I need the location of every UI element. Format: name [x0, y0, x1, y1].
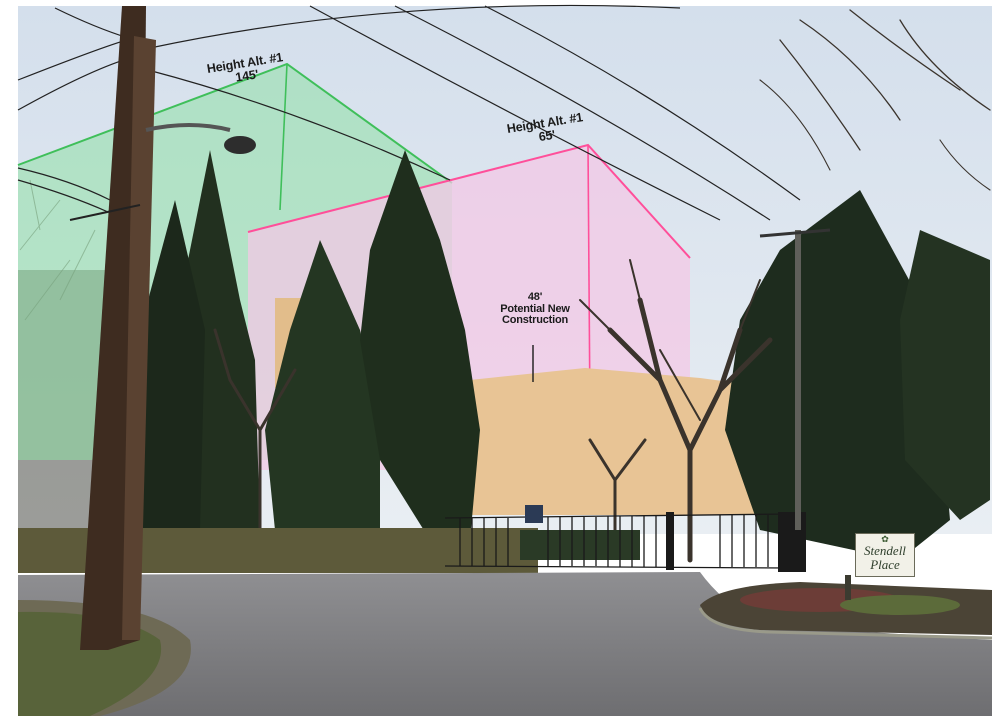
sign-line-1: Stendell: [864, 543, 906, 558]
small-sign: [525, 505, 543, 523]
new-construction-height: 48': [527, 291, 543, 303]
shrubs: [840, 595, 960, 615]
new-construction-line2: Potential New: [500, 302, 570, 315]
evergreen-trees: [130, 150, 990, 560]
utility-pole-right: [759, 228, 831, 530]
gate-pillar: [778, 512, 806, 572]
island-curb: [698, 607, 993, 640]
sign-line-2: Place: [870, 557, 900, 572]
hedge: [520, 530, 640, 560]
height-alt-145-outline: [17, 62, 453, 184]
power-lines: [17, 4, 801, 221]
height-alt-145-edge: [279, 63, 288, 211]
stendell-place-sign: ✿ Stendell Place: [855, 533, 915, 577]
potential-new-building: [470, 368, 805, 515]
road: [18, 572, 992, 716]
new-construction-line3: Construction: [501, 314, 569, 327]
iron-fence: [444, 513, 791, 569]
bare-trees: [213, 9, 991, 563]
new-construction-label: 48' Potential New Construction: [480, 291, 590, 327]
sign-post: [845, 575, 851, 600]
leaf-icon: ✿: [881, 534, 889, 544]
utility-pole: [69, 6, 256, 650]
gate-post: [666, 512, 674, 570]
